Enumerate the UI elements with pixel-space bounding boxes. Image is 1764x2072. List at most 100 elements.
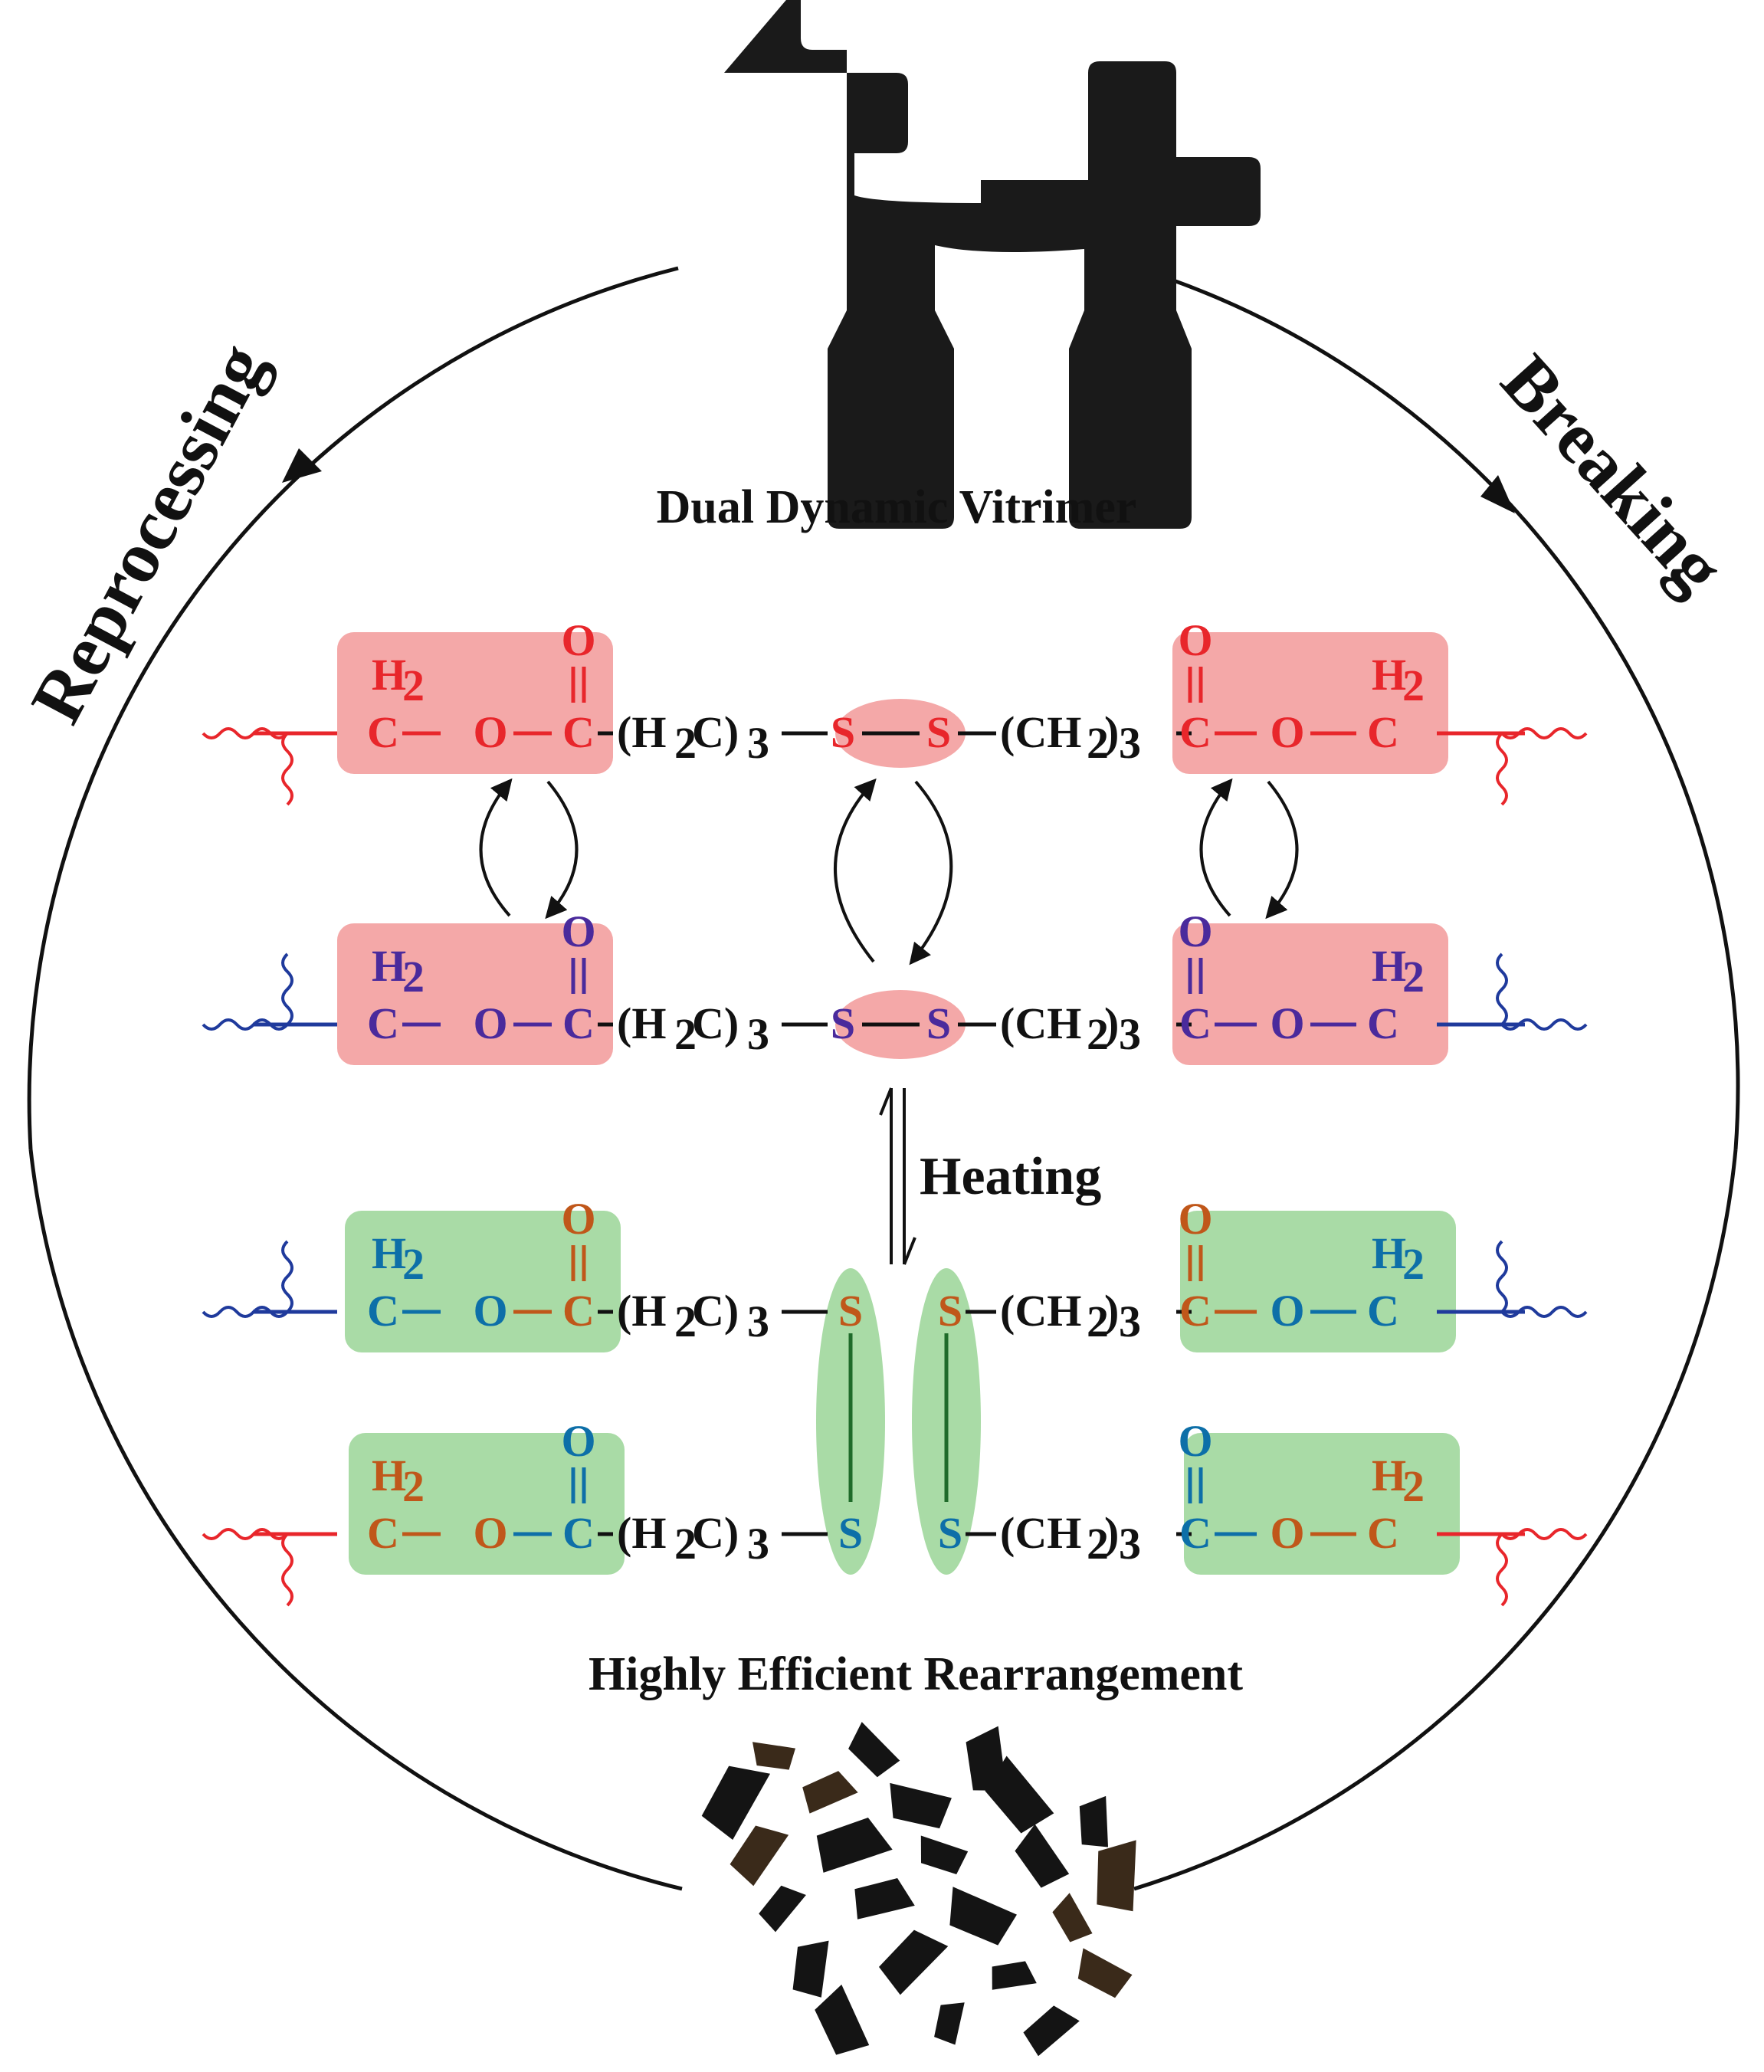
carbonyl-oxygen: O [561, 1416, 595, 1466]
broken-piece [759, 1885, 806, 1933]
linker-ch23: ) [1104, 707, 1119, 757]
linker-h2c3: C) [692, 1508, 739, 1558]
h2-subscript: 2 [402, 661, 425, 710]
wavy-polymer-chain [202, 727, 289, 739]
sulfur-atom: S [926, 707, 951, 757]
oxygen-atom: O [473, 1508, 507, 1558]
exchange-arrows [479, 778, 1299, 966]
ester-highlight-box [337, 632, 613, 774]
bottom-caption: Highly Efficient Rearrangement [589, 1648, 1243, 1700]
sulfur-atom: S [838, 1286, 863, 1336]
broken-piece [1077, 1948, 1133, 1998]
ester-highlight-box [1172, 632, 1448, 774]
subscript: 2 [674, 1009, 697, 1059]
subscript: 3 [1119, 718, 1141, 768]
h2-subscript: 2 [402, 1461, 425, 1511]
carbonyl-oxygen: O [1178, 1416, 1212, 1466]
carbon-atom: C [1367, 1286, 1399, 1336]
linker-h2c3: C) [692, 1286, 739, 1336]
ester-highlight-box [1180, 1211, 1456, 1352]
breaking-arrow-head [1480, 475, 1515, 513]
ester-highlight-box [349, 1433, 625, 1575]
broken-piece [816, 1817, 893, 1873]
subscript: 2 [674, 1297, 697, 1346]
wavy-polymer-chain [281, 952, 293, 1026]
carbon-atom: C [367, 1508, 399, 1558]
broken-piece [752, 1742, 795, 1770]
wavy-polymer-chain [1500, 727, 1588, 739]
h2-subscript: 2 [402, 1239, 425, 1289]
subscript: 2 [1087, 1519, 1109, 1569]
carbonyl-carbon: C [1179, 1508, 1212, 1558]
linker-ch23: ) [1104, 998, 1119, 1048]
subscript: 3 [1119, 1297, 1141, 1346]
right-bottom-arc [1133, 1149, 1738, 1891]
wavy-polymer-chain [281, 1240, 293, 1313]
wavy-polymer-chain [202, 1306, 289, 1318]
h2-label: H [1372, 941, 1406, 991]
broken-piece [802, 1771, 858, 1814]
ester-highlight-box [1184, 1433, 1460, 1575]
h2-subscript: 2 [1402, 1239, 1425, 1289]
broken-piece [1097, 1840, 1136, 1912]
carbonyl-oxygen: O [561, 906, 595, 956]
subscript: 3 [747, 1297, 769, 1346]
h2-label: H [1372, 1228, 1406, 1278]
broken-piece [854, 1877, 915, 1920]
carbon-atom: C [367, 1286, 399, 1336]
linker-ch23: ) [1104, 1508, 1119, 1558]
carbon-atom: C [367, 707, 399, 757]
wavy-polymer-chain [202, 1018, 289, 1031]
h2-label: H [1372, 1451, 1406, 1500]
subscript: 2 [1087, 1297, 1109, 1346]
oxygen-atom: O [473, 1286, 507, 1336]
carbon-atom: C [1367, 998, 1399, 1048]
linker-h2c3: C) [692, 707, 739, 757]
broken-piece [934, 2002, 965, 2045]
breaking-label: Breaking [1486, 339, 1740, 608]
oxygen-atom: O [1270, 1508, 1304, 1558]
bottom-left-arc [28, 1149, 683, 1891]
broken-piece [848, 1722, 900, 1778]
carbonyl-oxygen: O [1178, 1194, 1212, 1244]
subscript: 3 [747, 718, 769, 768]
linker-ch23: (CH [1000, 1286, 1081, 1336]
top-caption: Dual Dynamic Vitrimer [657, 481, 1137, 533]
broken-piece [992, 1961, 1037, 1990]
sulfur-atom: S [831, 998, 855, 1048]
broken-piece [730, 1825, 789, 1887]
subscript: 2 [674, 718, 697, 768]
linker-ch23: ) [1104, 1286, 1119, 1336]
carbon-atom: C [1367, 1508, 1399, 1558]
left-top-arc [27, 266, 679, 1150]
linker-ch23: (CH [1000, 998, 1081, 1048]
broken-piece [792, 1940, 829, 1998]
broken-piece [949, 1887, 1017, 1946]
wavy-polymer-chain [281, 1533, 293, 1607]
linker-ch23: (CH [1000, 1508, 1081, 1558]
broken-piece [701, 1765, 771, 1841]
carbonyl-carbon: C [562, 1508, 595, 1558]
dumbbell-specimens-image [724, 0, 1261, 529]
linker-h2c3: (H [617, 1508, 666, 1558]
broken-piece [985, 1756, 1054, 1834]
subscript: 2 [1087, 1009, 1109, 1059]
heating-label: Heating [920, 1147, 1101, 1206]
broken-piece [920, 1835, 969, 1874]
h2-label: H [372, 1451, 406, 1500]
linker-h2c3: (H [617, 707, 666, 757]
broken-piece [1052, 1893, 1093, 1942]
h2-label: H [372, 941, 406, 991]
sulfur-atom: S [938, 1508, 962, 1558]
cycle-arcs [27, 266, 1740, 1891]
broken-piece [1015, 1824, 1070, 1888]
carbon-atom: C [1367, 707, 1399, 757]
carbonyl-carbon: C [562, 707, 595, 757]
ester-highlight-box [345, 1211, 621, 1352]
wavy-polymer-chain [1496, 1533, 1508, 1607]
sulfur-atom: S [831, 707, 855, 757]
broken-piece [1079, 1795, 1109, 1847]
